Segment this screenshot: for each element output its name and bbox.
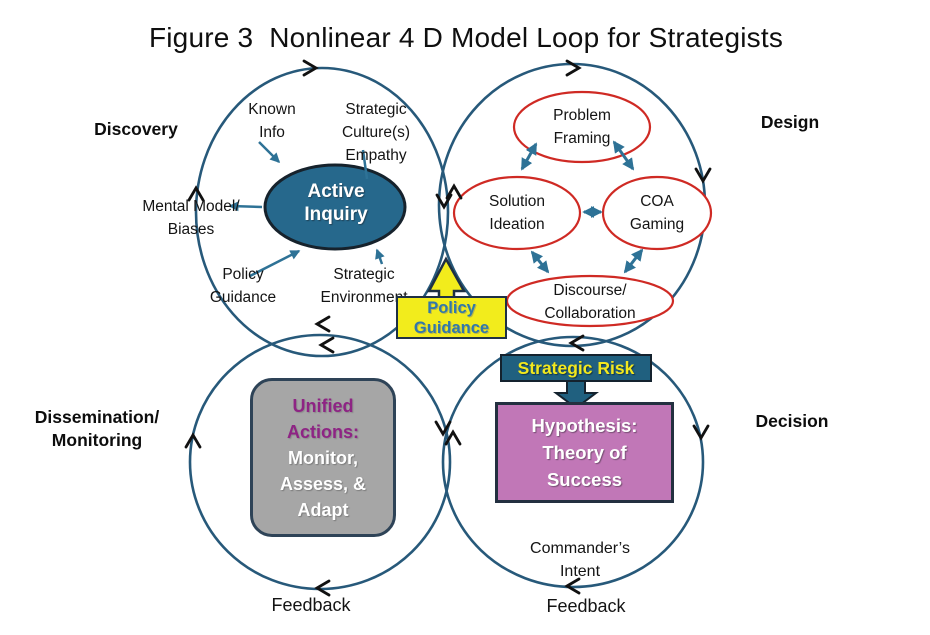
dissemination-quadrant-label: Dissemination/ Monitoring: [34, 407, 160, 450]
mental-model-arrow: [228, 201, 263, 212]
strategic-risk-down-arrow-icon: [553, 379, 599, 410]
flow-direction-arrows: [184, 59, 712, 597]
solution-ideation-ellipse: [452, 175, 582, 251]
figure-title: Figure 3 Nonlinear 4 D Model Loop for St…: [148, 22, 784, 53]
framing-gaming-double-arrow: [612, 140, 635, 171]
feedback-label-dissemination: Feedback: [271, 595, 351, 615]
flow-arrow-icon: [314, 315, 331, 333]
unified-actions-box: Unified Actions: Monitor, Assess, & Adap…: [250, 378, 396, 537]
coa-gaming-label: COA Gaming: [629, 193, 685, 233]
coa-gaming-ellipse: [601, 175, 713, 251]
framing-ideation-double-arrow: [520, 142, 538, 171]
problem-framing-label: Problem Framing: [553, 107, 611, 147]
decision-quadrant-label: Decision: [755, 411, 829, 431]
flow-arrow-icon: [302, 59, 319, 77]
flow-arrow-icon: [435, 193, 453, 210]
flow-arrow-icon: [692, 424, 710, 441]
strategic-environment-label: Strategic Environment: [320, 266, 408, 306]
strategic-culture-line: [361, 149, 369, 180]
known-info-arrow: [258, 141, 281, 164]
known-info-label: Known Info: [248, 101, 296, 141]
strategic-culture-label: Strategic Culture(s) Empathy: [341, 101, 411, 164]
policy-guidance-arrow: [249, 249, 301, 278]
flow-arrow-icon: [445, 183, 463, 200]
discovery-loop-circle: [194, 66, 450, 358]
policy-guidance-up-arrow-icon: [426, 256, 467, 303]
gaming-discourse-double-arrow: [623, 248, 644, 274]
flow-arrow-icon: [568, 334, 585, 352]
ideation-discourse-double-arrow: [530, 250, 550, 274]
flow-arrow-icon: [184, 432, 202, 449]
strategic-environment-arrow: [375, 248, 385, 265]
discourse-collaboration-ellipse: [505, 274, 675, 328]
active-inquiry-ellipse: [263, 163, 407, 251]
discovery-quadrant-label: Discovery: [94, 119, 178, 139]
policy-guidance-box: Policy Guidance: [396, 296, 507, 339]
decision-loop-circle: [441, 335, 705, 589]
discourse-collaboration-label: Discourse/ Collaboration: [544, 282, 636, 322]
design-quadrant-label: Design: [760, 112, 820, 132]
strategic-risk-box: Strategic Risk: [500, 354, 652, 382]
commanders-intent-label: Commander’s Intent: [530, 540, 630, 580]
flow-arrow-icon: [444, 429, 462, 446]
flow-arrow-icon: [564, 577, 581, 595]
active-inquiry-label: Active Inquiry: [304, 181, 368, 225]
mental-model-label: Mental Model/ Biases: [142, 198, 240, 238]
flow-arrow-icon: [318, 336, 335, 354]
policy-guidance-source-label: Policy Guidance: [209, 266, 277, 306]
flow-arrow-icon: [565, 59, 582, 77]
hypothesis-box: Hypothesis: Theory of Success: [495, 402, 674, 503]
feedback-label-decision: Feedback: [546, 596, 626, 616]
flow-arrow-icon: [694, 167, 712, 184]
solution-ideation-label: Solution Ideation: [488, 193, 546, 233]
flow-arrow-icon: [314, 579, 331, 597]
flow-arrow-icon: [434, 420, 452, 437]
flow-arrow-icon: [187, 185, 205, 202]
